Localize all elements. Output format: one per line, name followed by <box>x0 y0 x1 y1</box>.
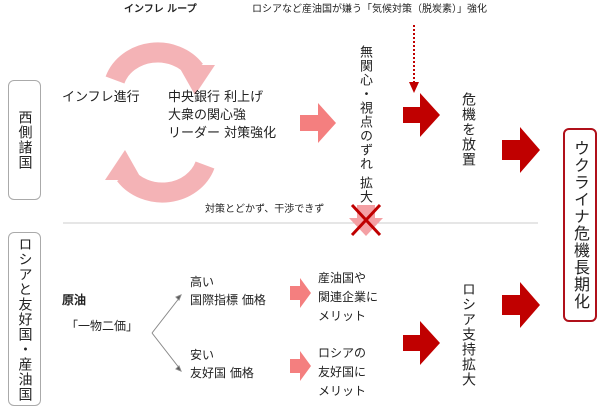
arrow-right-dark <box>403 321 440 365</box>
low-result: ロシアの <box>318 346 367 360</box>
loop-arrow-bottom <box>105 150 215 203</box>
arrow-right-dark <box>502 127 540 173</box>
russia-label: ロシアと友好国・産油国 <box>16 236 33 402</box>
high-price: 国際指標 価格 <box>190 293 266 307</box>
low-price: 安い <box>190 348 215 362</box>
branch-lines <box>151 294 182 372</box>
arrow-right-dark <box>403 93 440 137</box>
west-label: 西側諸国 <box>16 110 33 170</box>
neglect-text: 危機を放置 <box>460 92 476 167</box>
west-line: 中央銀行 利上げ <box>168 90 264 105</box>
high-result: 産油国や <box>318 271 367 285</box>
arrow-right-pink <box>290 278 311 308</box>
high-result: 関連企業に <box>318 290 379 304</box>
two-prices: 「一物二価」 <box>66 319 139 333</box>
dotted-arrow-head <box>409 82 419 93</box>
climate-note: ロシアなど産油国が嫌う「気候対策（脱炭素）」強化 <box>252 4 487 15</box>
blocked-text: 対策とどかず、干渉できず <box>205 204 325 215</box>
arrow-right-pink <box>300 103 336 143</box>
result-box: ウクライナ危機長期化 <box>563 128 597 322</box>
west-line: リーダー 対策強化 <box>168 126 277 141</box>
low-result: 友好国に <box>318 365 367 379</box>
high-result: メリット <box>318 309 367 323</box>
support-text: ロシア支持拡大 <box>460 282 476 387</box>
loop-label: インフレ ループ <box>124 4 197 15</box>
inflation-text: インフレ進行 <box>62 90 140 105</box>
low-result: メリット <box>318 384 367 398</box>
gap-text: 無関心・視点のずれ 拡大 <box>357 45 372 205</box>
arrow-right-dark <box>502 282 540 328</box>
loop-arrow-top <box>105 42 215 95</box>
west-line: 大衆の関心強 <box>168 108 247 123</box>
high-price: 高い <box>190 275 215 289</box>
west-box: 西側諸国 <box>8 80 41 200</box>
low-price: 友好国 価格 <box>190 366 254 380</box>
result-label: ウクライナ危機長期化 <box>571 140 590 310</box>
russia-box: ロシアと友好国・産油国 <box>8 232 41 406</box>
arrow-right-pink <box>290 351 311 381</box>
oil-label: 原油 <box>62 293 87 307</box>
cross-icon <box>350 203 382 237</box>
